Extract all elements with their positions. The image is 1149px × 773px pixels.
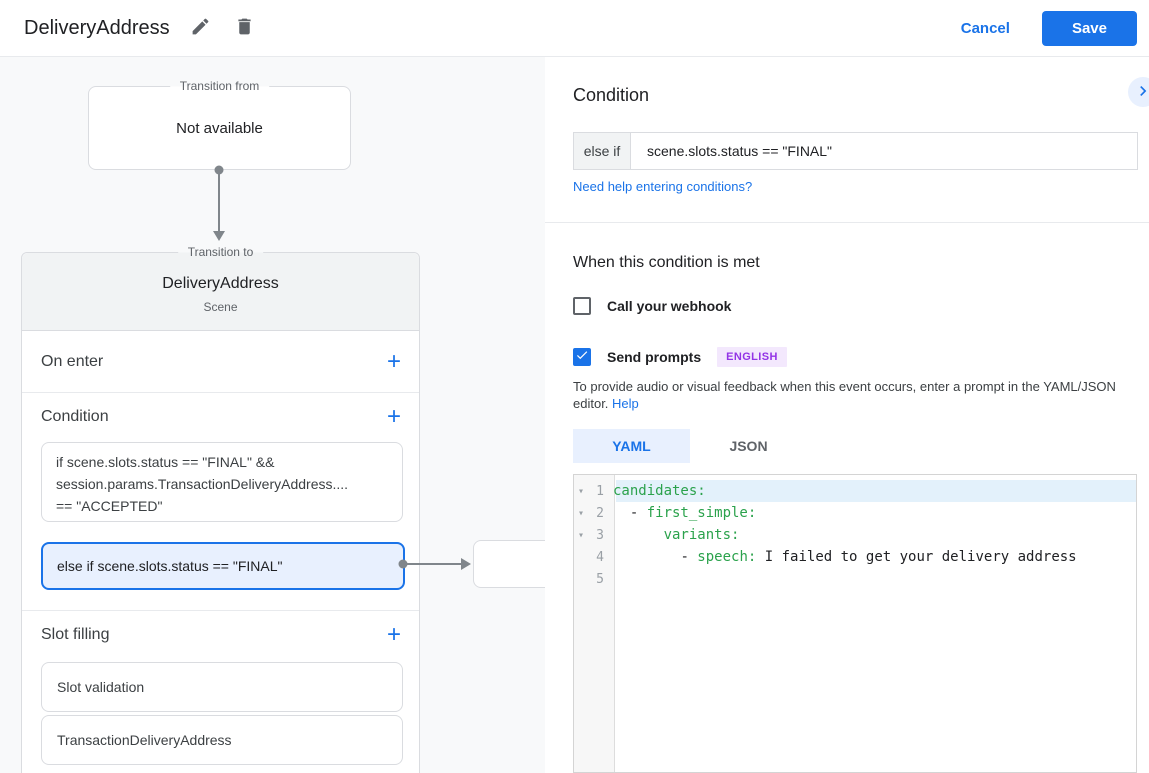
webhook-row: Call your webhook [573, 297, 731, 315]
transition-target-node[interactable] [473, 540, 545, 588]
slot-filling-section: Slot filling + Slot validation Transacti… [22, 611, 419, 773]
fold-toggle-icon[interactable]: ▾ [577, 529, 585, 541]
scene-name: DeliveryAddress [162, 275, 279, 292]
condition-expression-row: else if scene.slots.status == "FINAL" [573, 132, 1138, 170]
top-bar: DeliveryAddress Cancel Save [0, 0, 1149, 57]
check-icon [575, 348, 589, 367]
line-number: 2 [596, 505, 604, 521]
save-button[interactable]: Save [1041, 10, 1137, 46]
page-title: DeliveryAddress [24, 16, 170, 39]
code-line-1: ▾ 1 candidates: [574, 480, 1136, 502]
pencil-icon [190, 16, 211, 40]
editor-gutter [574, 475, 615, 772]
active-line-highlight [616, 480, 1136, 502]
code-line-2: ▾ 2 - first_simple: [574, 502, 1136, 524]
scene-card: Transition to DeliveryAddress Scene On e… [21, 245, 420, 773]
divider [545, 222, 1149, 223]
send-prompts-label: Send prompts [607, 349, 702, 365]
tab-json[interactable]: JSON [690, 429, 807, 463]
editor-hint-text: To provide audio or visual feedback when… [573, 379, 1116, 411]
collapse-panel-button[interactable] [1128, 77, 1149, 107]
on-enter-row: On enter + [22, 331, 419, 393]
add-slot-button[interactable]: + [386, 621, 401, 648]
scene-type-label: Scene [203, 300, 238, 314]
chevron-right-icon [1133, 81, 1149, 104]
condition-item-2-selected[interactable]: else if scene.slots.status == "FINAL" [41, 542, 405, 590]
line-number: 1 [596, 483, 604, 499]
code-line-3: ▾ 3 variants: [574, 524, 1136, 546]
scene-diagram-panel: Transition from Not available Transition… [0, 57, 545, 773]
delete-scene-button[interactable] [232, 15, 258, 41]
edit-scene-button[interactable] [188, 15, 214, 41]
slot-filling-label: Slot filling [41, 626, 110, 643]
fold-toggle-icon[interactable]: ▾ [577, 485, 585, 497]
transaction-delivery-address-item[interactable]: TransactionDeliveryAddress [41, 715, 403, 765]
line-number: 5 [596, 571, 604, 587]
when-condition-met-heading: When this condition is met [573, 254, 760, 271]
on-enter-label: On enter [41, 352, 104, 370]
condition-input[interactable]: scene.slots.status == "FINAL" [647, 143, 833, 159]
tab-yaml[interactable]: YAML [573, 429, 690, 463]
panel-heading: Condition [573, 85, 650, 105]
condition-section: Condition + if scene.slots.status == "FI… [22, 393, 419, 611]
transition-from-value: Not available [176, 119, 263, 137]
scene-card-header: DeliveryAddress Scene [22, 253, 419, 331]
trash-icon [234, 16, 255, 40]
send-prompts-checkbox[interactable] [573, 348, 591, 366]
fold-toggle-icon[interactable]: ▾ [577, 507, 585, 519]
cancel-button[interactable]: Cancel [943, 12, 1028, 45]
yaml-code-editor[interactable]: ▾ 1 candidates: ▾ 2 - first_simple: ▾ 3 … [573, 474, 1137, 773]
slot-validation-item[interactable]: Slot validation [41, 662, 403, 712]
code-line-4: 4 - speech: I failed to get your deliver… [574, 546, 1136, 568]
call-webhook-label: Call your webhook [607, 298, 732, 314]
language-badge: ENGLISH [717, 347, 787, 367]
editor-tabs: YAML JSON [573, 429, 807, 463]
conditions-help-link[interactable]: Need help entering conditions? [573, 179, 753, 194]
add-on-enter-button[interactable]: + [386, 347, 401, 375]
condition-prefix-label: else if [574, 133, 631, 169]
condition-editor-panel: Condition else if scene.slots.status == … [545, 57, 1149, 773]
add-condition-button[interactable]: + [386, 403, 401, 430]
code-line-5: 5 [574, 568, 1136, 590]
call-webhook-checkbox[interactable] [573, 297, 591, 315]
transition-from-legend: Transition from [169, 79, 270, 94]
transition-from-node: Transition from Not available [88, 79, 351, 170]
condition-section-label: Condition [41, 408, 109, 425]
help-link[interactable]: Help [612, 396, 639, 411]
line-number: 4 [596, 549, 604, 565]
line-number: 3 [596, 527, 604, 543]
condition-item-1[interactable]: if scene.slots.status == "FINAL" && sess… [41, 442, 403, 522]
prompts-row: Send prompts ENGLISH [573, 347, 787, 367]
transition-to-legend: Transition to [177, 245, 264, 260]
